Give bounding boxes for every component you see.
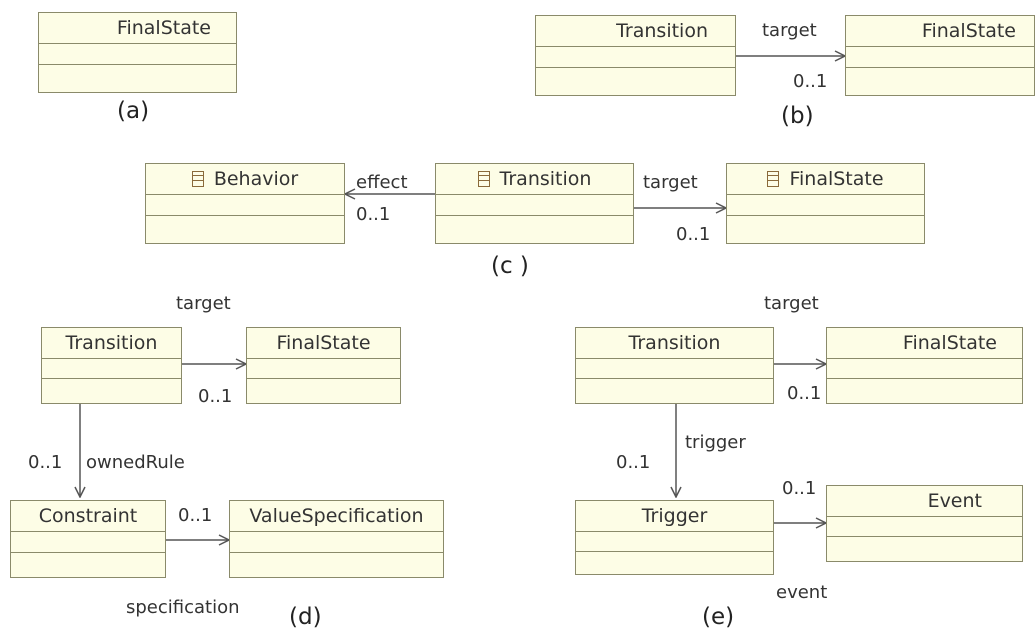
caption-b: (b) [781,103,814,129]
multiplicity: 0..1 [198,386,233,407]
class-transition[interactable]: Transition [535,15,736,96]
attributes-compartment [230,532,443,553]
attributes-compartment [247,359,400,379]
operations-compartment [536,68,735,88]
operations-compartment [230,553,443,573]
attributes-compartment [576,359,773,379]
class-name: Event [827,486,1022,517]
operations-compartment [146,216,344,236]
role-event: event [776,582,828,603]
caption-d: (d) [289,604,322,630]
class-icon [191,171,204,187]
class-finalstate[interactable]: FinalState [38,12,237,93]
role-trigger: trigger [685,432,746,453]
class-name: ValueSpecification [230,501,443,532]
class-name: FinalState [247,328,400,359]
class-trigger[interactable]: Trigger [575,500,774,575]
attributes-compartment [42,359,181,379]
class-constraint[interactable]: Constraint [10,500,166,578]
class-name: FinalState [39,13,236,44]
class-finalstate[interactable]: FinalState [246,327,401,404]
role-target: target [176,293,231,314]
attributes-compartment [727,195,924,216]
operations-compartment [827,537,1022,556]
role-specification: specification [126,597,240,618]
class-name: FinalState [789,168,884,190]
multiplicity: 0..1 [782,478,817,499]
class-transition[interactable]: Transition [575,327,774,404]
class-name: Transition [576,328,773,359]
class-name: Trigger [576,501,773,532]
class-behavior[interactable]: Behavior [145,163,345,244]
attributes-compartment [436,195,633,216]
caption-c: (c ) [491,253,529,279]
class-name: Constraint [11,501,165,532]
attributes-compartment [39,44,236,65]
attributes-compartment [827,517,1022,537]
operations-compartment [576,552,773,571]
operations-compartment [846,68,1034,88]
multiplicity: 0..1 [787,383,822,404]
role-target: target [764,293,819,314]
class-name: Behavior [213,168,299,190]
class-icon [767,171,780,187]
multiplicity: 0..1 [178,505,213,526]
role-target: target [762,20,817,41]
caption-e: (e) [702,604,735,630]
class-transition[interactable]: Transition [41,327,182,404]
class-finalstate[interactable]: FinalState [726,163,925,244]
attributes-compartment [536,47,735,68]
multiplicity: 0..1 [28,452,63,473]
class-name: Transition [42,328,181,359]
attributes-compartment [146,195,344,216]
multiplicity: 0..1 [676,224,711,245]
attributes-compartment [11,532,165,553]
class-name: FinalState [827,328,1022,359]
class-event[interactable]: Event [826,485,1023,562]
role-ownedrule: ownedRule [86,452,185,473]
role-effect: effect [356,172,408,193]
multiplicity: 0..1 [616,452,651,473]
multiplicity: 0..1 [793,71,828,92]
operations-compartment [39,65,236,85]
operations-compartment [727,216,924,236]
attributes-compartment [827,359,1022,379]
operations-compartment [576,379,773,398]
multiplicity: 0..1 [356,204,391,225]
operations-compartment [827,379,1022,398]
class-name: FinalState [846,16,1034,47]
class-valuespecification[interactable]: ValueSpecification [229,500,444,578]
class-finalstate[interactable]: FinalState [826,327,1023,404]
operations-compartment [436,216,633,236]
class-finalstate[interactable]: FinalState [845,15,1035,96]
class-transition[interactable]: Transition [435,163,634,244]
class-name: Transition [499,168,592,190]
class-name: Transition [536,16,735,47]
operations-compartment [11,553,165,573]
attributes-compartment [846,47,1034,68]
attributes-compartment [576,532,773,552]
operations-compartment [247,379,400,398]
class-icon [477,171,490,187]
operations-compartment [42,379,181,398]
caption-a: (a) [117,98,150,124]
role-target: target [643,172,698,193]
